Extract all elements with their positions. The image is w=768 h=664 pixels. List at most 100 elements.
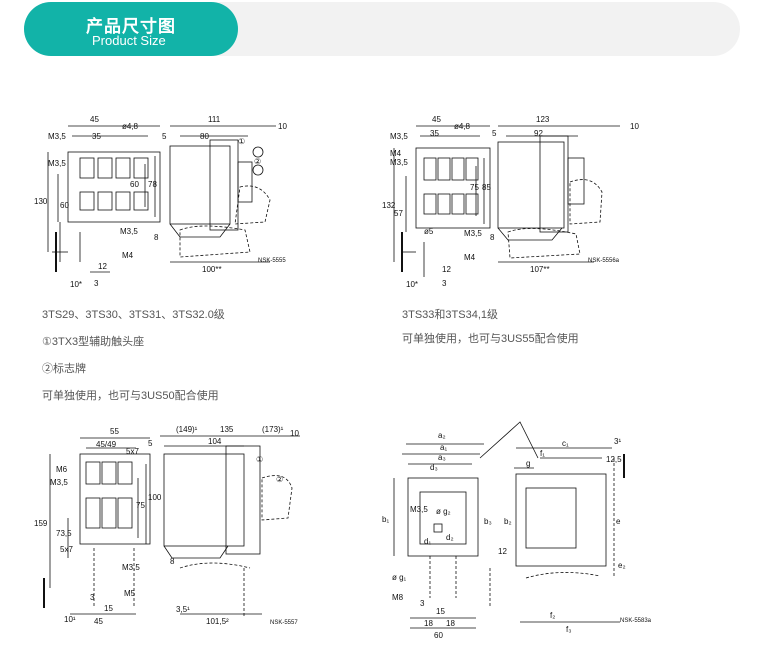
dimension-label: 18 (446, 619, 455, 628)
dimension-label: M4 (390, 149, 402, 158)
dimension-label: M4 (464, 253, 476, 262)
dimension-label: 75 (470, 183, 479, 192)
dimension-label: 8 (170, 557, 175, 566)
dimension-label: 5 (492, 129, 497, 138)
dimension-label: 10 (290, 429, 299, 438)
dimension-label: 10* (70, 280, 82, 289)
dimension-label: f₃ (566, 625, 571, 634)
dimension-label: ø g₂ (436, 507, 451, 516)
dimension-label: 85 (482, 183, 491, 192)
dimension-label: ø4,8 (122, 122, 139, 131)
dimension-label: ø g₁ (392, 573, 407, 582)
dimension-label: 5x7 (60, 545, 73, 554)
dimension-label: 8 (490, 233, 495, 242)
dimension-label: 3¹ (614, 437, 621, 446)
dimension-label: 5 (162, 132, 167, 141)
dimension-label: 45 (94, 617, 103, 626)
dimension-label: 123 (536, 115, 550, 124)
dimension-label: M3,5 (48, 132, 66, 141)
dimension-label: 104 (208, 437, 222, 446)
dimension-label: 15 (436, 607, 445, 616)
dimension-label: a₃ (438, 453, 446, 462)
dimension-label: c₁ (562, 439, 569, 448)
dimension-label: 55 (110, 427, 119, 436)
dimension-label: 3 (94, 279, 99, 288)
dimension-label: 10¹ (64, 615, 76, 624)
dimension-label: M3,5 (390, 158, 408, 167)
dimension-label: M4 (122, 251, 134, 260)
dimension-drawing-3ts29: 45 M3,5 35 ø4,8 111 80 5 10 M3,5 130 60 … (30, 112, 320, 292)
dimension-label: 107** (530, 265, 550, 274)
dimension-label: ① (238, 137, 245, 146)
dimension-label: 5 (148, 439, 153, 448)
section-title-pill (24, 2, 238, 56)
dimension-label: 45 (432, 115, 441, 124)
section-title-cn: 产品尺寸图 (86, 17, 176, 36)
dimension-label: d₂ (446, 533, 454, 542)
dimension-label: 10 (278, 122, 287, 131)
dimension-label: 15 (104, 604, 113, 613)
caption-d1-note1: ①3TX3型辅助触头座 (42, 336, 145, 348)
dimension-label: ② (276, 475, 283, 484)
dimension-label: e₂ (618, 561, 626, 570)
dimension-label: NSK-5555 (258, 258, 286, 264)
dimension-label: 111 (208, 115, 221, 124)
section-title-en: Product Size (92, 33, 166, 48)
dimension-label: d₃ (430, 463, 438, 472)
dimension-label: M3,5 (120, 227, 138, 236)
dimension-label: M8 (392, 593, 404, 602)
dimension-label: ø4,8 (454, 122, 471, 131)
dimension-label: 8 (154, 233, 159, 242)
caption-d1-note2: ②标志牌 (42, 363, 86, 375)
caption-d1-model: 3TS29、3TS30、3TS31、3TS32.0级 (42, 309, 225, 321)
dimension-label: M3,5 (48, 159, 66, 168)
dimension-label: NSK-5583a (620, 618, 652, 624)
dimension-label: 12 (442, 265, 451, 274)
dimension-label: 130 (34, 197, 48, 206)
dimension-label: 78 (148, 180, 157, 189)
dimension-label: e (616, 517, 621, 526)
dimension-label: NSK-5557 (270, 620, 298, 626)
dimension-label: M3,5 (122, 563, 140, 572)
dimension-label: b₃ (484, 517, 492, 526)
dimension-label: 135 (220, 425, 234, 434)
dimension-label: (173)¹ (262, 425, 284, 434)
dimension-label: 3 (442, 279, 447, 288)
caption-d2-model: 3TS33和3TS34,1级 (402, 309, 498, 321)
dimension-label: NSK-5556a (588, 258, 620, 264)
dimension-label: 35 (430, 129, 439, 138)
dimension-label: 57 (394, 209, 403, 218)
dimension-label: 80 (200, 132, 209, 141)
dimension-label: a₁ (440, 443, 447, 452)
dimension-label: 3 (420, 599, 425, 608)
dimension-label: M3,5 (464, 229, 482, 238)
dimension-label: 10* (406, 280, 418, 289)
dimension-label: 12,5 (606, 455, 622, 464)
caption-d1-note3: 可单独使用，也可与3US50配合使用 (42, 390, 219, 402)
dimension-label: 12 (98, 262, 107, 271)
dimension-label: 132 (382, 201, 396, 210)
dimension-label: 45 (90, 115, 99, 124)
dimension-label: 92 (534, 129, 543, 138)
dimension-drawing-3ts-large: 55 45/49 5x7 (149)¹ 135 104 (173)¹ 5 10 … (30, 418, 320, 628)
dimension-label: M6 (56, 465, 68, 474)
dimension-label: 10 (630, 122, 639, 131)
dimension-label: ② (254, 157, 261, 166)
dimension-label: b₂ (504, 517, 512, 526)
dimension-label: 100 (148, 493, 162, 502)
dimension-label: 159 (34, 519, 48, 528)
dimension-label: ① (256, 455, 263, 464)
dimension-label: 60 (130, 180, 139, 189)
dimension-label: b₁ (382, 515, 389, 524)
dimension-label: 12 (498, 547, 507, 556)
dimension-label: 101,5² (206, 617, 229, 626)
dimension-label: a₂ (438, 431, 446, 440)
dimension-label: 60 (60, 201, 69, 210)
dimension-label: 35 (92, 132, 101, 141)
dimension-label: 45/49 (96, 440, 117, 449)
dimension-label: d₁ (424, 537, 431, 546)
dimension-label: 100** (202, 265, 222, 274)
dimension-label: 75 (136, 501, 145, 510)
dimension-label: 3 (90, 593, 95, 602)
dimension-label: M3,5 (50, 478, 68, 487)
